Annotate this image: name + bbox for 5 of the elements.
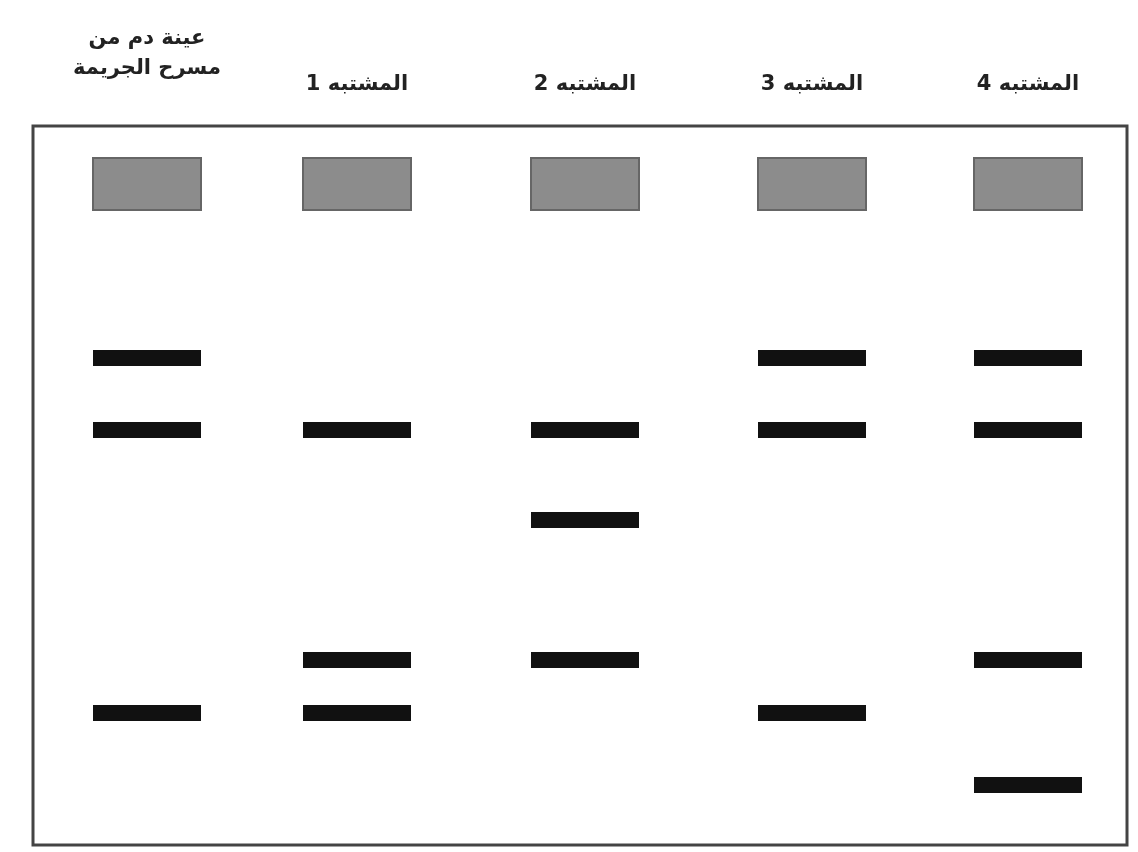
lane-label: المشتبه 2 — [532, 70, 638, 97]
lane-label: عينة دم من مسرح الجريمة — [72, 24, 222, 81]
lane-label: المشتبه 4 — [975, 70, 1081, 97]
lane-label: المشتبه 1 — [304, 70, 410, 97]
lane-label: المشتبه 3 — [759, 70, 865, 97]
